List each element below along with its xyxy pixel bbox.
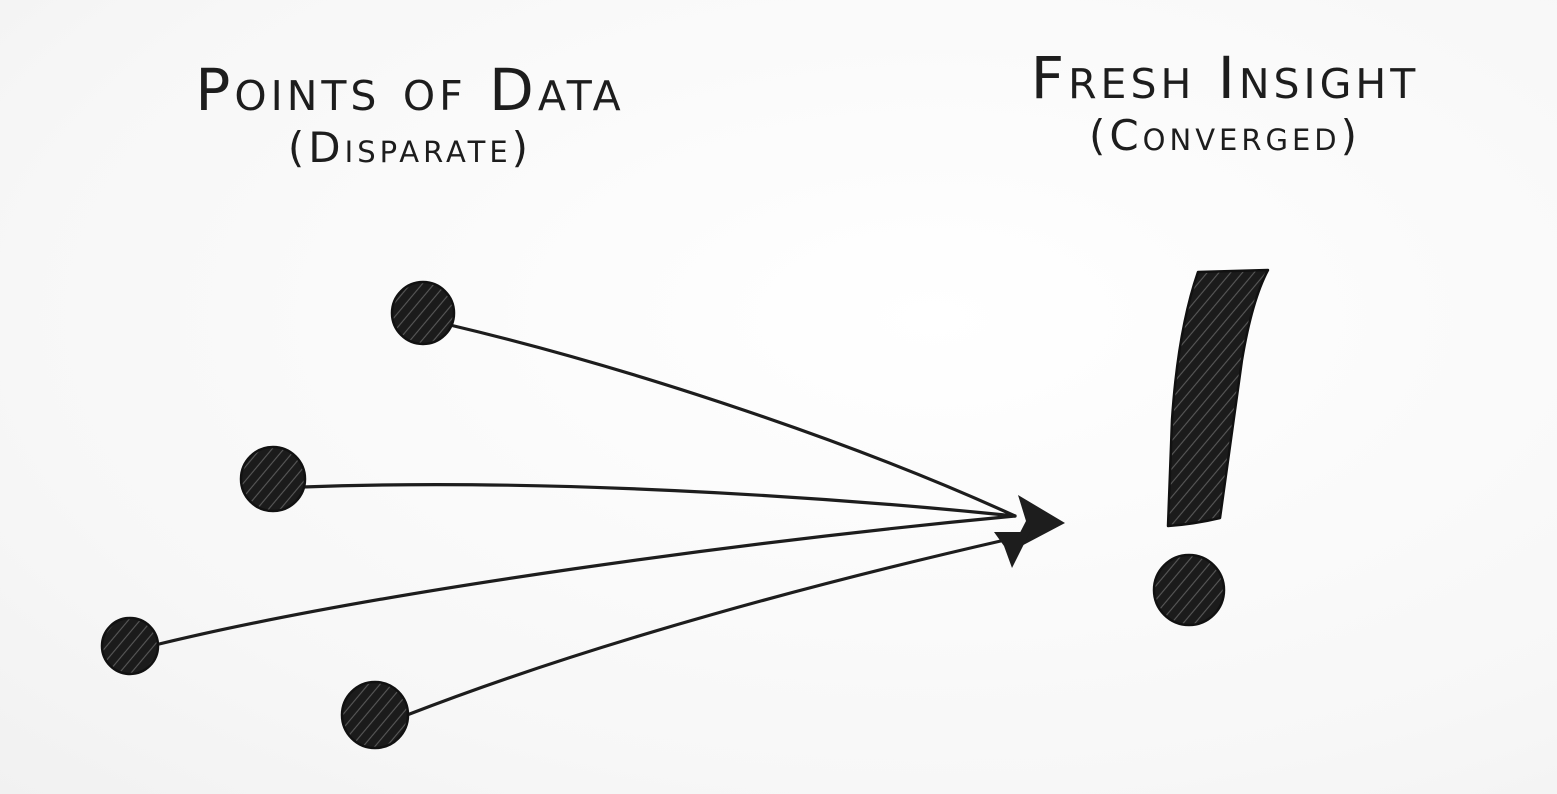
left-subtitle: (Disparate)	[287, 122, 533, 172]
data-point-icon	[239, 445, 307, 513]
data-point-icon	[390, 280, 456, 346]
arrow-line-1	[448, 323, 1017, 518]
left-heading: Points of Data (Disparate)	[150, 60, 670, 171]
right-title: Fresh Insight	[1030, 44, 1420, 112]
data-points	[100, 280, 456, 750]
arrow-line-4	[405, 538, 1007, 717]
arrow-line-2	[301, 483, 1017, 518]
exclamation-dot	[1152, 553, 1226, 627]
right-subtitle: (Converged)	[1088, 110, 1362, 160]
data-point-icon	[340, 680, 410, 750]
exclamation-mark-icon	[1152, 268, 1270, 627]
arrowhead-secondary	[994, 532, 1030, 568]
arrow-line-3	[153, 514, 1017, 647]
right-heading: Fresh Insight (Converged)	[995, 48, 1455, 159]
left-title: Points of Data	[195, 56, 625, 124]
exclamation-bar	[1166, 268, 1270, 528]
data-point-icon	[100, 616, 160, 676]
